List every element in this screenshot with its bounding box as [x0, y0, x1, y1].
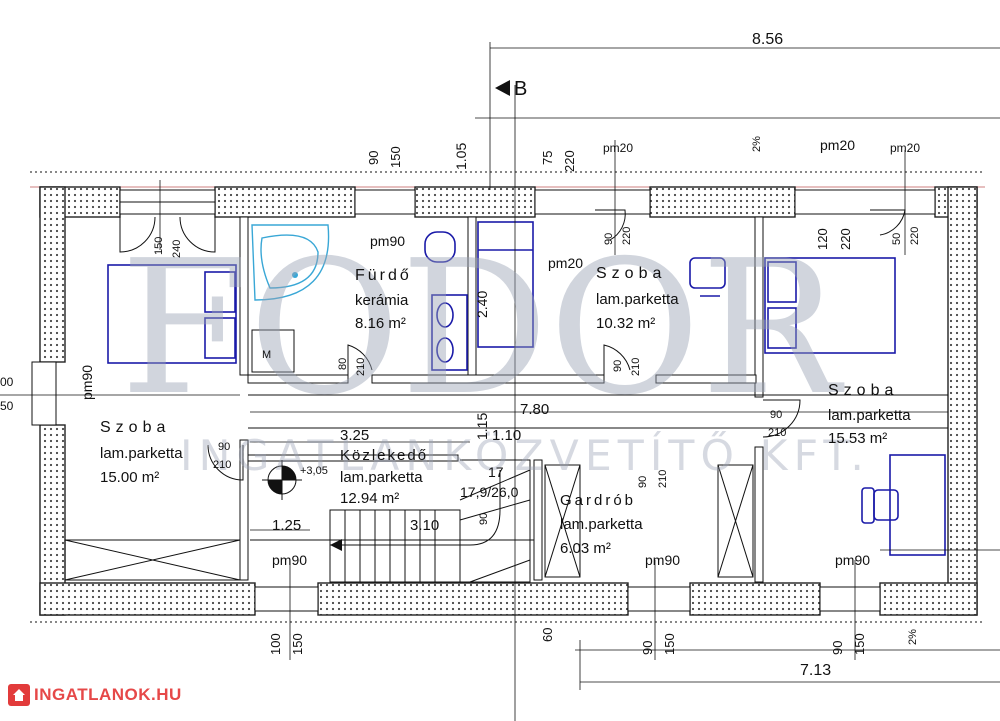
slope-top: 2% [751, 136, 763, 152]
wardrobe-area: 6.03 m² [560, 540, 611, 557]
dim-bottom-total: 7.13 [800, 662, 831, 679]
pm20-top2: pm20 [820, 137, 855, 153]
w90-f: 90 [637, 476, 649, 488]
w150-b: 150 [153, 237, 165, 255]
pm90-left: pm90 [79, 365, 95, 400]
dim-325: 3.25 [340, 427, 369, 444]
wardrobe-name: Gardrób [560, 492, 636, 509]
hall-area: 12.94 m² [340, 490, 399, 507]
w240: 240 [171, 240, 183, 258]
pm20-top3: pm20 [890, 141, 920, 155]
w150-c: 150 [290, 633, 305, 655]
w150-d: 150 [662, 633, 677, 655]
bath-area: 8.16 m² [355, 315, 406, 332]
wardrobe-units [64, 464, 754, 581]
w220-b: 220 [838, 228, 853, 250]
w220-d: 220 [909, 227, 921, 245]
pm20-top1: pm20 [603, 141, 633, 155]
pm20-room1: pm20 [548, 255, 583, 271]
dim-125: 1.25 [272, 517, 301, 534]
furniture [107, 221, 946, 556]
pm90-b2: pm90 [645, 552, 680, 568]
bath-name: Fürdő [355, 267, 412, 284]
w210-a: 210 [355, 358, 367, 376]
windows [31, 189, 936, 612]
room3-name: Szoba [100, 419, 170, 436]
w100: 100 [268, 633, 283, 655]
wardrobe-floor: lam.parketta [560, 516, 643, 533]
room3-area: 15.00 m² [100, 469, 159, 486]
w90-g: 90 [478, 513, 490, 525]
room2-area: 15.53 m² [828, 430, 887, 447]
room2-name: Szoba [828, 382, 898, 399]
door-swings [119, 209, 906, 481]
dim-105: 1.05 [453, 143, 469, 170]
w90-a: 90 [366, 151, 381, 165]
w90-c: 90 [612, 360, 624, 372]
w150-e: 150 [852, 633, 867, 655]
bath-floor: kerámia [355, 292, 409, 309]
dim-115: 1.15 [474, 413, 490, 440]
dim-240: 2.40 [474, 291, 490, 318]
w90-h: 90 [640, 641, 655, 655]
w220-c: 220 [621, 227, 633, 245]
room1-floor: lam.parketta [596, 291, 679, 308]
room3-floor: lam.parketta [100, 445, 183, 462]
dim-17: 17 [488, 464, 504, 480]
w90-i: 90 [830, 641, 845, 655]
w210-b: 210 [630, 358, 642, 376]
hall-name: Közlekedő [340, 447, 428, 464]
level-value: +3,05 [300, 465, 328, 477]
pm90-b3: pm90 [835, 552, 870, 568]
w220-a: 220 [562, 150, 577, 172]
dimension-lines [0, 42, 1000, 721]
w75: 75 [540, 151, 555, 165]
slope-bottom: 2% [907, 629, 919, 645]
w60: 60 [540, 628, 555, 642]
w80: 80 [337, 358, 349, 370]
w90-b: 90 [603, 233, 615, 245]
source-badge[interactable]: INGATLANOK.HU [8, 682, 182, 708]
staircase [329, 459, 531, 583]
interior-walls [239, 216, 948, 583]
edge-a: 00 [0, 375, 14, 389]
opening-labels: pm90 pm20 pm20 pm20 pm20 pm90 pm90 pm90 … [79, 137, 921, 655]
pm90-bath: pm90 [370, 233, 405, 249]
w150-a: 150 [388, 146, 403, 168]
watermark-tagline: INGATLANKÖZVETÍTŐ KFT. [180, 430, 870, 480]
room2-floor: lam.parketta [828, 407, 911, 424]
corner-bathtub [251, 224, 330, 301]
dim-corridor: 7.80 [520, 401, 549, 418]
dim-stair: 17,9/26,0 [460, 484, 519, 500]
room1-name: Szoba [596, 265, 666, 282]
room-labels: Fürdő kerámia 8.16 m² Szoba lam.parketta… [100, 265, 911, 557]
room1-area: 10.32 m² [596, 315, 655, 332]
w210-e: 210 [657, 470, 669, 488]
dim-110: 1.10 [492, 427, 521, 444]
home-icon [8, 684, 30, 706]
meter-box: M [262, 349, 271, 361]
w90-d: 90 [770, 409, 782, 421]
section-mark: B [514, 78, 527, 100]
watermark-logo: FODOR [120, 220, 845, 436]
dim-310: 3.10 [410, 517, 439, 534]
badge-text: INGATLANOK.HU [34, 685, 182, 704]
dim-top-total: 8.56 [752, 31, 783, 48]
w120: 120 [815, 228, 830, 250]
hall-floor: lam.parketta [340, 469, 423, 486]
pm90-b1: pm90 [272, 552, 307, 568]
w210-c: 210 [768, 427, 786, 439]
w50: 50 [891, 233, 903, 245]
w90-e: 90 [218, 441, 230, 453]
dimension-labels: 8.56 7.13 B 7.80 3.25 1.10 1.25 3.10 17 … [0, 31, 919, 679]
w210-d: 210 [213, 459, 231, 471]
level-marker [262, 460, 302, 500]
edge-b: 50 [0, 399, 14, 413]
